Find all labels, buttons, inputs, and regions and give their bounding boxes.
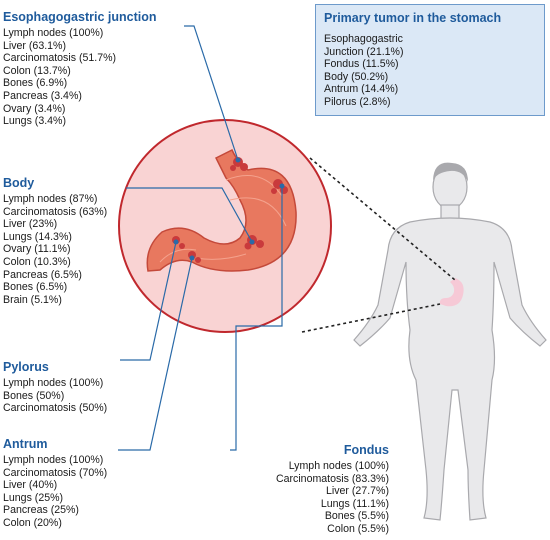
list-item: Lymph nodes (100%) bbox=[3, 27, 104, 39]
list-item: Pancreas (3.4%) bbox=[3, 89, 82, 102]
list-item: Lungs (14.3%) bbox=[3, 230, 72, 243]
list-item: Esophagogastric bbox=[324, 33, 403, 45]
list-item: Ovary (3.4%) bbox=[3, 102, 66, 115]
list-item: Colon (5.5%) bbox=[327, 522, 389, 535]
list-item: Carcinomatosis (83.3%) bbox=[275, 472, 389, 485]
leader-lines bbox=[118, 25, 283, 451]
primary-box-title: Primary tumor in the stomach bbox=[324, 11, 502, 25]
region-title: Body bbox=[3, 176, 35, 190]
list-item: Liver (63.1%) bbox=[3, 39, 66, 52]
list-item: Pilorus (2.8%) bbox=[324, 95, 391, 108]
list-item: Ovary (11.1%) bbox=[3, 243, 71, 256]
list-item: Carcinomatosis (51.7%) bbox=[3, 52, 117, 65]
list-item: Colon (20%) bbox=[3, 516, 62, 529]
region-body: Body Lymph nodes (87%) Carcinomatosis (6… bbox=[3, 176, 107, 306]
hair-icon bbox=[433, 162, 468, 182]
list-item: Brain (5.1%) bbox=[3, 293, 62, 306]
leader-dots bbox=[173, 157, 285, 261]
list-item: Bones (6.5%) bbox=[3, 281, 68, 294]
list-item: Lymph nodes (100%) bbox=[288, 460, 389, 472]
list-item: Liver (23%) bbox=[3, 218, 58, 231]
region-title: Esophagogastric junction bbox=[3, 10, 157, 24]
list-item: Lymph nodes (100%) bbox=[3, 377, 104, 389]
list-item: Carcinomatosis (50%) bbox=[3, 402, 108, 415]
list-item: Liver (27.7%) bbox=[326, 485, 389, 498]
region-title: Fondus bbox=[343, 443, 389, 457]
list-item: Bones (5.5%) bbox=[324, 510, 389, 523]
list-item: Junction (21.1%) bbox=[324, 45, 404, 58]
region-pylorus: Pylorus Lymph nodes (100%) Bones (50%) C… bbox=[3, 360, 107, 415]
list-item: Lungs (25%) bbox=[3, 491, 64, 504]
list-item: Pancreas (25%) bbox=[3, 504, 79, 517]
human-body-silhouette bbox=[353, 164, 547, 521]
list-item: Colon (13.7%) bbox=[3, 64, 71, 77]
region-title: Pylorus bbox=[3, 360, 49, 374]
list-item: Lymph nodes (100%) bbox=[3, 454, 104, 466]
list-item: Liver (40%) bbox=[3, 479, 58, 492]
list-item: Lungs (3.4%) bbox=[3, 115, 67, 128]
list-item: Lungs (11.1%) bbox=[320, 497, 389, 510]
zoom-line-top bbox=[309, 157, 456, 281]
list-item: Body (50.2%) bbox=[324, 70, 389, 83]
magnifier-circle bbox=[118, 119, 332, 333]
list-item: Pancreas (6.5%) bbox=[3, 268, 82, 281]
list-item: Carcinomatosis (70%) bbox=[3, 466, 108, 479]
region-antrum: Antrum Lymph nodes (100%) Carcinomatosis… bbox=[3, 437, 107, 530]
list-item: Antrum (14.4%) bbox=[324, 83, 399, 96]
list-item: Colon (10.3%) bbox=[3, 255, 71, 268]
list-item: Lymph nodes (87%) bbox=[3, 193, 98, 205]
body-stomach-icon bbox=[439, 278, 464, 307]
region-title: Antrum bbox=[3, 437, 48, 451]
list-item: Bones (50%) bbox=[3, 389, 65, 402]
list-item: Carcinomatosis (63%) bbox=[3, 205, 108, 218]
list-item: Fondus (11.5%) bbox=[324, 58, 399, 71]
primary-tumor-box: Primary tumor in the stomach Esophagogas… bbox=[315, 4, 545, 116]
region-esophagogastric-junction: Esophagogastric junction Lymph nodes (10… bbox=[3, 10, 157, 128]
region-fondus: Fondus Lymph nodes (100%) Carcinomatosis… bbox=[276, 443, 389, 536]
list-item: Bones (6.9%) bbox=[3, 77, 68, 90]
